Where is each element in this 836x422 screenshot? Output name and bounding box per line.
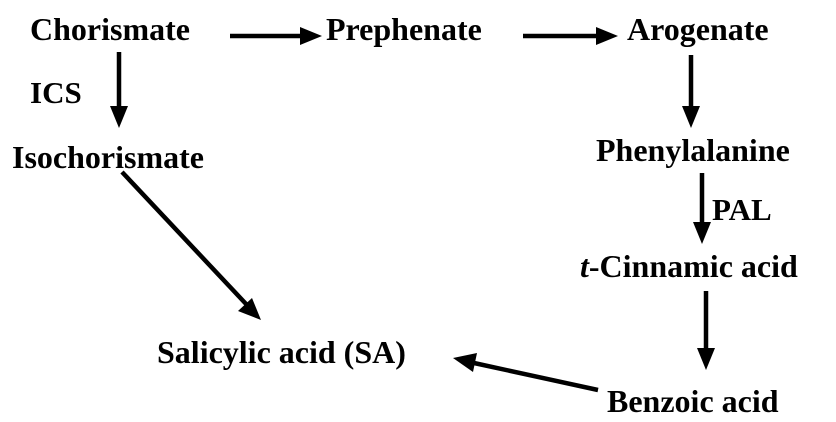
arrow-chorismate-to-isochorismate bbox=[110, 52, 128, 128]
enzyme-ics-label: ICS bbox=[30, 75, 82, 110]
node-arogenate: Arogenate bbox=[627, 11, 769, 47]
node-salicylic-acid: Salicylic acid (SA) bbox=[157, 334, 406, 370]
arrow-phenylalanine-to-cinnamic-acid bbox=[693, 173, 711, 244]
node-chorismate: Chorismate bbox=[30, 11, 190, 47]
arrow-cinnamic-acid-to-benzoic-acid bbox=[697, 291, 715, 370]
node-t-cinnamic-acid: t-Cinnamic acid bbox=[580, 248, 798, 284]
node-prephenate: Prephenate bbox=[326, 11, 482, 47]
arrow-chorismate-to-prephenate bbox=[230, 27, 322, 45]
arrow-isochorismate-to-salicylic-acid bbox=[120, 170, 261, 320]
enzyme-pal-label: PAL bbox=[712, 192, 772, 227]
arrow-arogenate-to-phenylalanine bbox=[682, 55, 700, 128]
arrow-benzoic-acid-to-salicylic-acid bbox=[453, 353, 599, 393]
node-benzoic-acid: Benzoic acid bbox=[607, 383, 779, 419]
node-isochorismate: Isochorismate bbox=[12, 139, 204, 175]
cinnamic-name: -Cinnamic acid bbox=[589, 248, 798, 284]
arrow-prephenate-to-arogenate bbox=[523, 27, 618, 45]
cinnamic-prefix: t bbox=[580, 248, 590, 284]
node-phenylalanine: Phenylalanine bbox=[596, 132, 790, 168]
